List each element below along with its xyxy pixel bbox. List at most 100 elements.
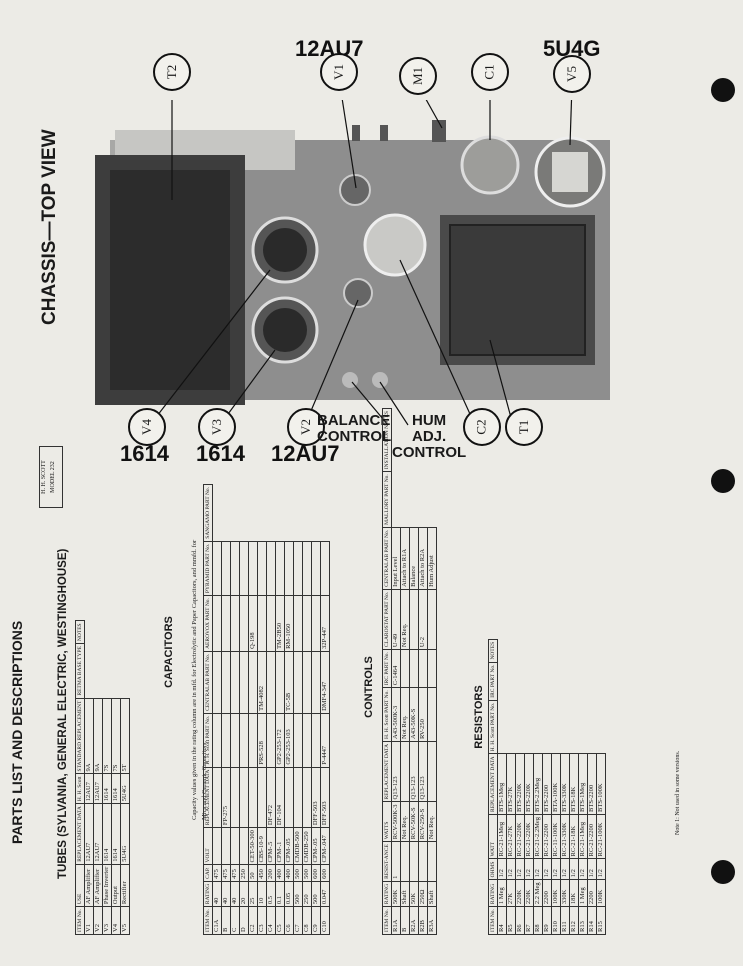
table-cell: RC-21-220K bbox=[524, 814, 534, 859]
column-header: RATING bbox=[488, 879, 498, 907]
callout-v4: V4 bbox=[128, 408, 166, 446]
table-cell bbox=[221, 541, 231, 596]
table-cell: 1/2 bbox=[551, 859, 561, 880]
table-cell: 40 bbox=[212, 881, 222, 907]
table-cell bbox=[248, 541, 258, 596]
column-header: RESIST-ANCE bbox=[382, 841, 392, 882]
table-cell: BTS-18K bbox=[569, 753, 579, 815]
table-cell: BTS-1Meg bbox=[578, 753, 588, 815]
table-cell bbox=[409, 649, 419, 688]
table-cell: Not Req. bbox=[427, 801, 437, 842]
table-cell bbox=[212, 827, 222, 865]
controls-title: CONTROLS bbox=[363, 656, 375, 718]
table-cell: 475 bbox=[230, 864, 240, 882]
table-cell: 1614 bbox=[111, 803, 121, 865]
table-cell bbox=[400, 741, 410, 802]
table-cell: U-49 bbox=[391, 589, 401, 650]
table-cell: RC-21-1Meg bbox=[497, 814, 507, 859]
column-header: OHMS bbox=[488, 859, 498, 880]
table-cell: 1/2 bbox=[515, 859, 525, 880]
table-cell bbox=[248, 713, 258, 768]
table-cell: GP2-253-172 bbox=[275, 713, 285, 768]
table-cell: 220K bbox=[524, 879, 534, 907]
table-cell: D bbox=[239, 906, 249, 935]
table-cell: 0.05 bbox=[284, 881, 294, 907]
capacitors-title: CAPACITORS bbox=[163, 616, 175, 688]
table-cell: 200 bbox=[266, 864, 276, 882]
callout-v5: V5 bbox=[553, 55, 591, 93]
table-cell: BTS-1Meg bbox=[497, 753, 507, 815]
table-cell: TM-4082 bbox=[257, 651, 267, 714]
table-cell: BTS-220K bbox=[524, 753, 534, 815]
column-header: USE bbox=[75, 864, 85, 907]
table-cell: TM-2B50 bbox=[275, 595, 285, 652]
table-cell bbox=[293, 595, 303, 652]
table-cell: RC-21-27K bbox=[506, 814, 516, 859]
table-cell bbox=[409, 589, 419, 650]
table-cell: 475 bbox=[221, 864, 231, 882]
resistors-title: RESISTORS bbox=[473, 685, 485, 749]
table-cell: 40 bbox=[230, 881, 240, 907]
table-cell bbox=[221, 651, 231, 714]
table-cell bbox=[320, 541, 330, 596]
table-cell: R6 bbox=[515, 906, 525, 935]
table-cell: 475 bbox=[212, 864, 222, 882]
table-cell: 50 bbox=[248, 864, 258, 882]
table-cell: 40 bbox=[221, 881, 231, 907]
tube-type-v3: 1614 bbox=[196, 441, 245, 466]
table-cell: 500 bbox=[293, 881, 303, 907]
table-cell: TC-5B bbox=[284, 651, 294, 714]
table-cell bbox=[239, 713, 249, 768]
column-header: CENTRALAB PART No. bbox=[203, 651, 213, 714]
table-cell: C8 bbox=[302, 906, 312, 935]
table-cell: CET-50-300 bbox=[248, 827, 258, 865]
table-cell: 1 Meg bbox=[578, 879, 588, 907]
table-cell: 1614 bbox=[102, 803, 112, 865]
table-cell: RC-21-100K bbox=[596, 814, 606, 859]
table-cell: Shaft bbox=[427, 881, 437, 907]
table-cell bbox=[221, 595, 231, 652]
table-cell: 1/2 bbox=[506, 859, 516, 880]
table-cell bbox=[427, 589, 437, 650]
table-cell: 500 bbox=[311, 881, 321, 907]
table-cell: V5 bbox=[120, 906, 130, 935]
table-cell: Shaft bbox=[400, 881, 410, 907]
table-cell: 500 bbox=[302, 864, 312, 882]
table-cell bbox=[230, 767, 240, 828]
table-cell bbox=[239, 651, 249, 714]
table-cell bbox=[230, 541, 240, 596]
table-cell: RCV-250-S bbox=[418, 801, 428, 842]
column-header: STANDARD REPLACEMENT bbox=[75, 698, 85, 774]
table-cell bbox=[221, 713, 231, 768]
table-cell: RC-21-220K bbox=[515, 814, 525, 859]
table-cell: 2200 bbox=[542, 879, 552, 907]
balance-control-label: BALANCE CONTROL bbox=[317, 412, 392, 445]
column-header: PYRAMID PART No. bbox=[203, 541, 213, 596]
hum-adj-control-label: HUM ADJ. CONTROL bbox=[392, 412, 467, 461]
table-cell bbox=[239, 827, 249, 865]
table-cell: Not Req. bbox=[400, 801, 410, 842]
table-cell: 9A bbox=[93, 698, 103, 774]
table-cell bbox=[284, 767, 294, 828]
table-cell bbox=[302, 713, 312, 768]
table-cell bbox=[248, 651, 258, 714]
table-cell: BTS-100K bbox=[596, 753, 606, 815]
table-cell: 1/2 bbox=[596, 859, 606, 880]
column-header: REPLACEMENT DATA bbox=[382, 741, 392, 802]
table-cell bbox=[293, 541, 303, 596]
table-cell: CBS-10-9 bbox=[257, 827, 267, 865]
table-cell bbox=[212, 767, 222, 828]
table-cell: R13 bbox=[578, 906, 588, 935]
table-cell: 1614 bbox=[111, 773, 121, 804]
table-cell bbox=[212, 651, 222, 714]
